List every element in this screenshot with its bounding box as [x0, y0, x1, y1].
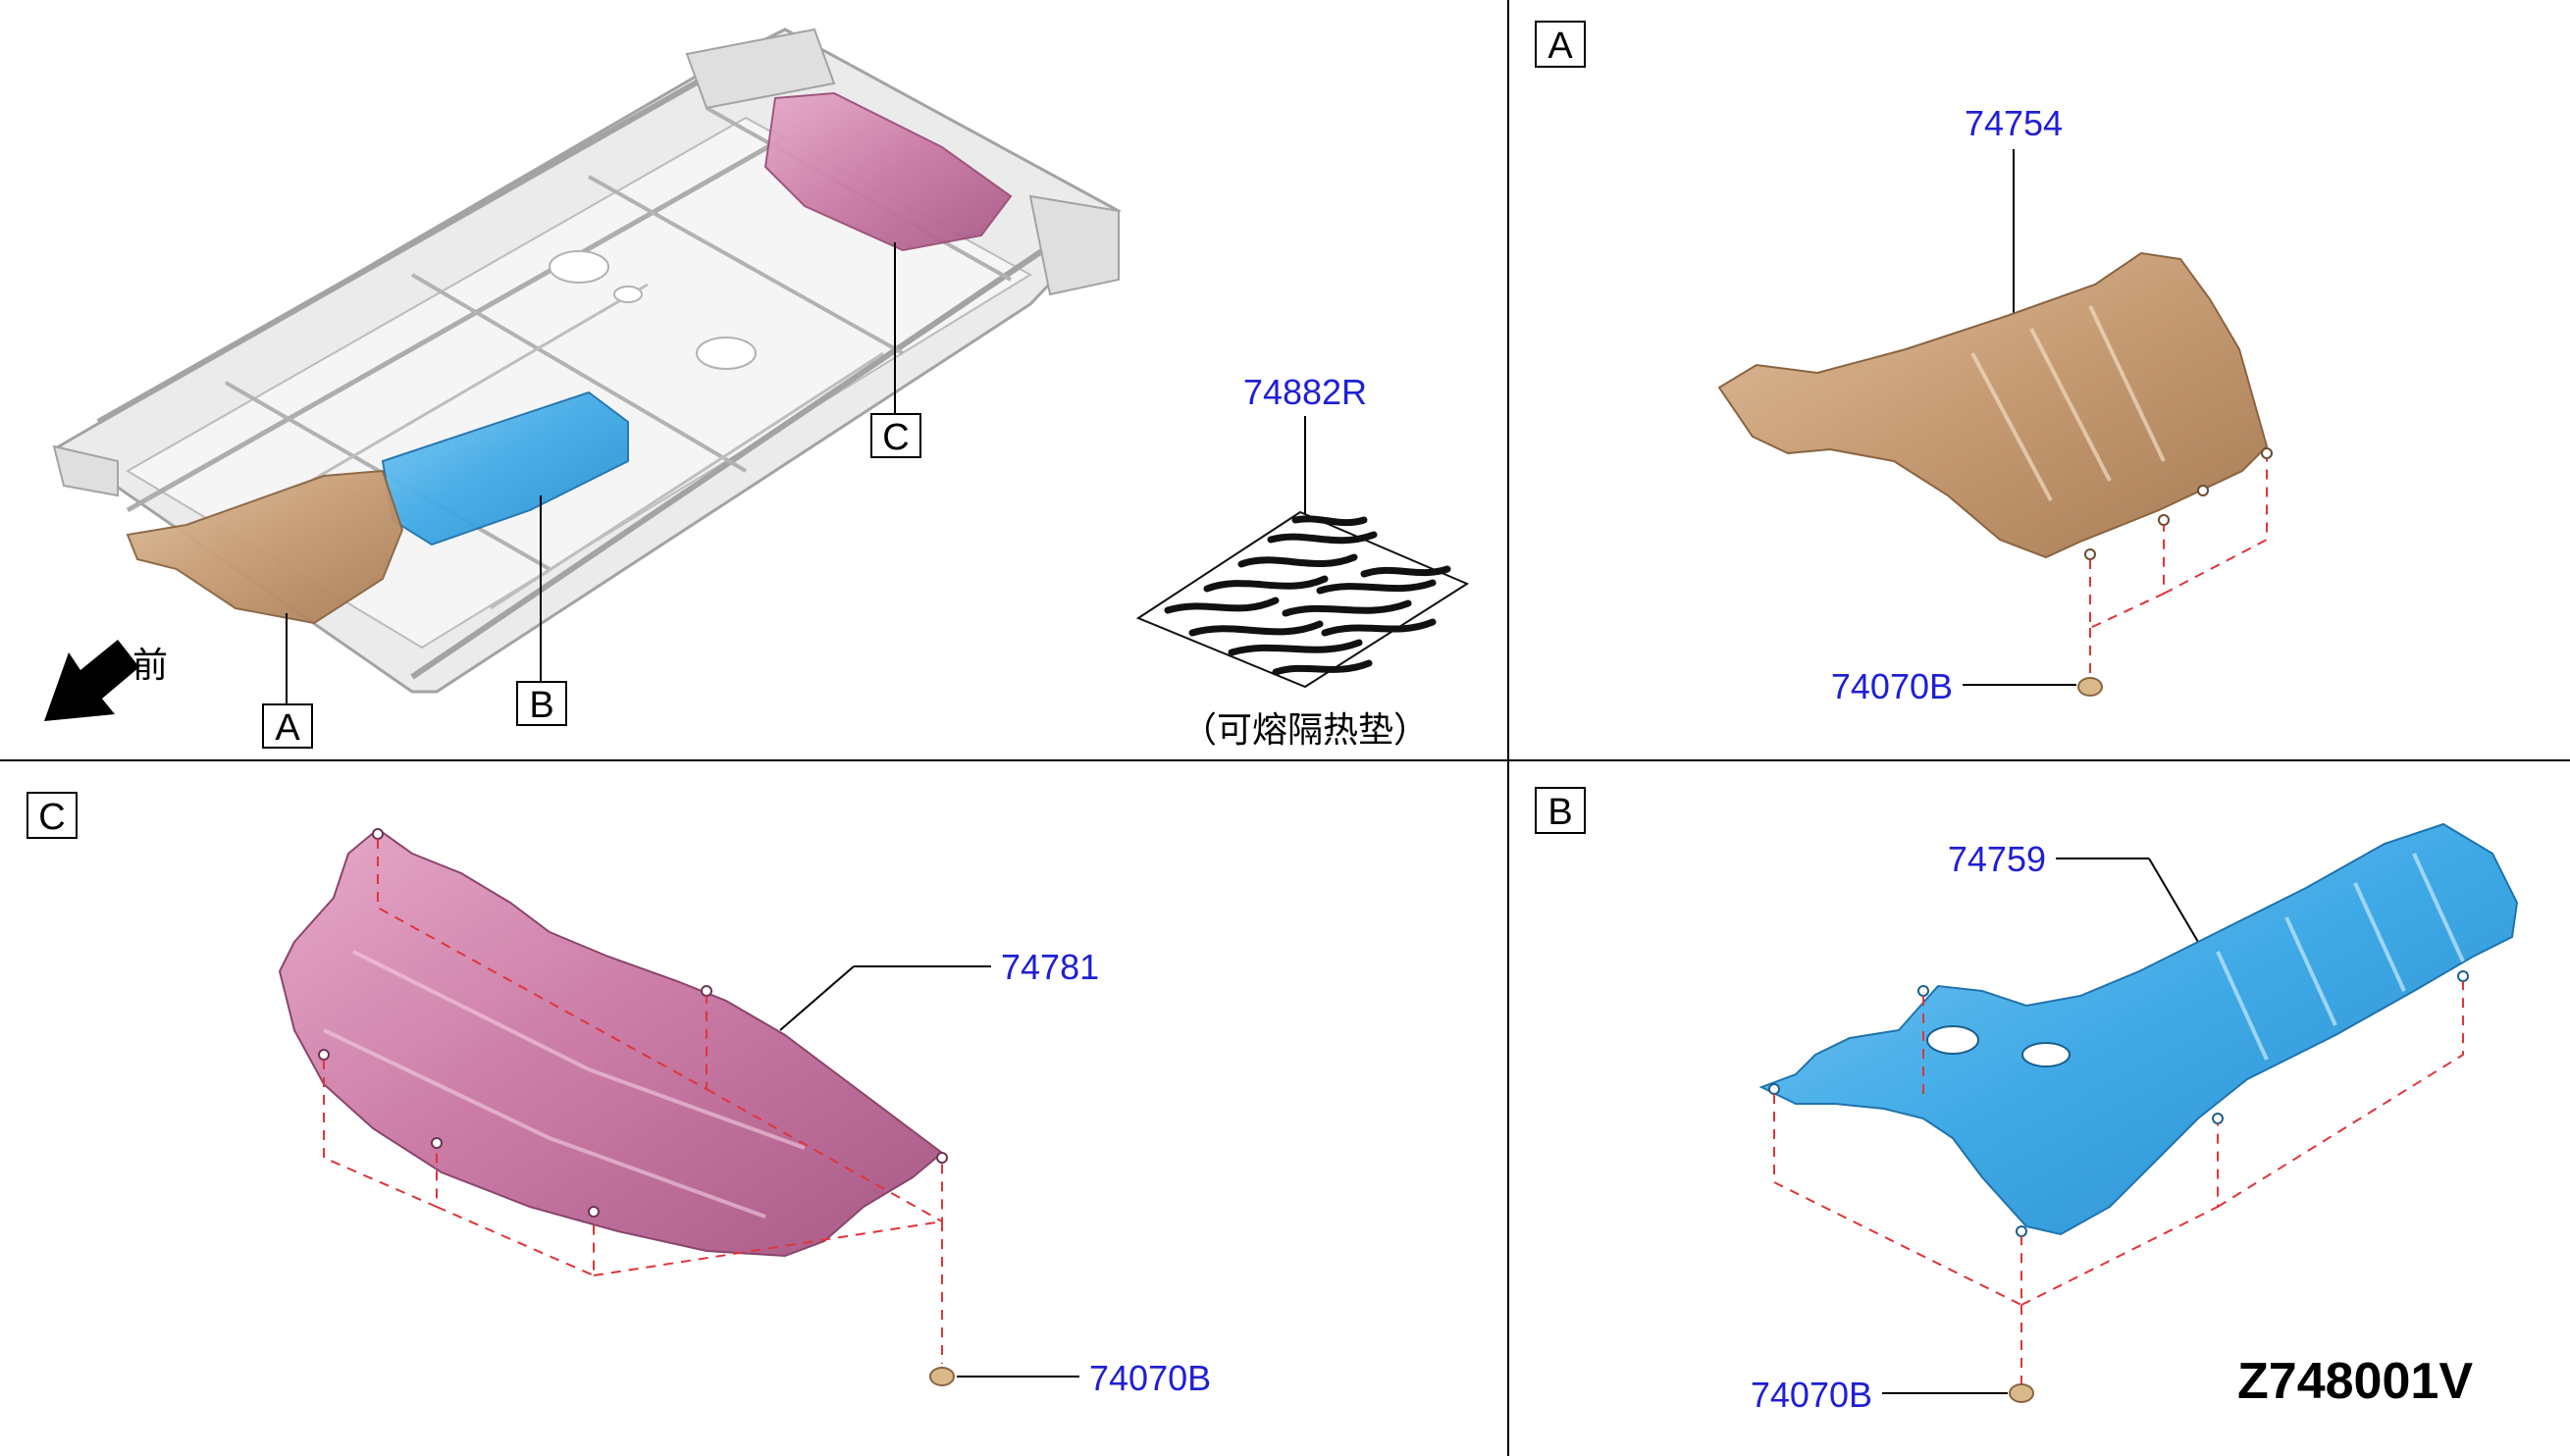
panel-c-mount-lines: [323, 839, 943, 1364]
front-label: 前: [132, 646, 168, 686]
panel-c: C 74781 74070B: [26, 792, 1211, 1398]
svg-text:B: B: [1547, 792, 1572, 833]
panel-b: B 74759 74070B Z748001V: [1535, 787, 2519, 1415]
svg-text:A: A: [1547, 26, 1573, 67]
part-number-74754[interactable]: 74754: [1965, 103, 2063, 143]
insulator-pad: [1135, 510, 1470, 689]
insulator-caption: （可熔隔热垫）: [1181, 710, 1429, 751]
panel-c-clip-74070B: [929, 1367, 955, 1386]
part-number-74882R[interactable]: 74882R: [1243, 372, 1367, 412]
heat-shield-74754: [1717, 251, 2269, 559]
svg-text:A: A: [275, 707, 300, 749]
callout-b[interactable]: B: [516, 681, 567, 726]
callout-c[interactable]: C: [870, 413, 921, 458]
svg-text:C: C: [38, 797, 65, 838]
diagram-code: Z748001V: [2237, 1353, 2473, 1410]
panel-b-main-leader: [2148, 858, 2199, 943]
part-number-74759[interactable]: 74759: [1948, 839, 2046, 879]
panel-b-clip-74070B: [2009, 1383, 2034, 1403]
panel-a-tag[interactable]: A: [1535, 21, 1586, 68]
part-number-74070B-b[interactable]: 74070B: [1751, 1375, 1872, 1415]
heat-shield-74759: [1758, 822, 2519, 1236]
front-arrow-icon: [44, 640, 139, 721]
part-number-74070B-a[interactable]: 74070B: [1831, 666, 1953, 706]
panel-b-mount-lines: [1773, 981, 2464, 1383]
panel-a: A 74754 74070B: [1535, 21, 2273, 706]
panel-a-mount-lines: [2089, 459, 2268, 677]
overview-shield-c: [763, 91, 1013, 252]
panel-a-clip-74070B: [2077, 677, 2103, 697]
panel-c-main-leader: [779, 965, 855, 1031]
part-number-74070B-c[interactable]: 74070B: [1089, 1358, 1211, 1398]
heat-shield-74781: [278, 827, 944, 1258]
svg-text:B: B: [529, 685, 553, 726]
svg-text:C: C: [882, 417, 909, 458]
part-number-74781[interactable]: 74781: [1001, 947, 1099, 987]
panel-c-tag[interactable]: C: [26, 792, 78, 839]
callout-a[interactable]: A: [262, 703, 313, 749]
overview-panel: A B C 前 74882R: [44, 27, 1470, 751]
overview-shield-a: [126, 469, 404, 625]
panel-b-tag[interactable]: B: [1535, 787, 1586, 834]
